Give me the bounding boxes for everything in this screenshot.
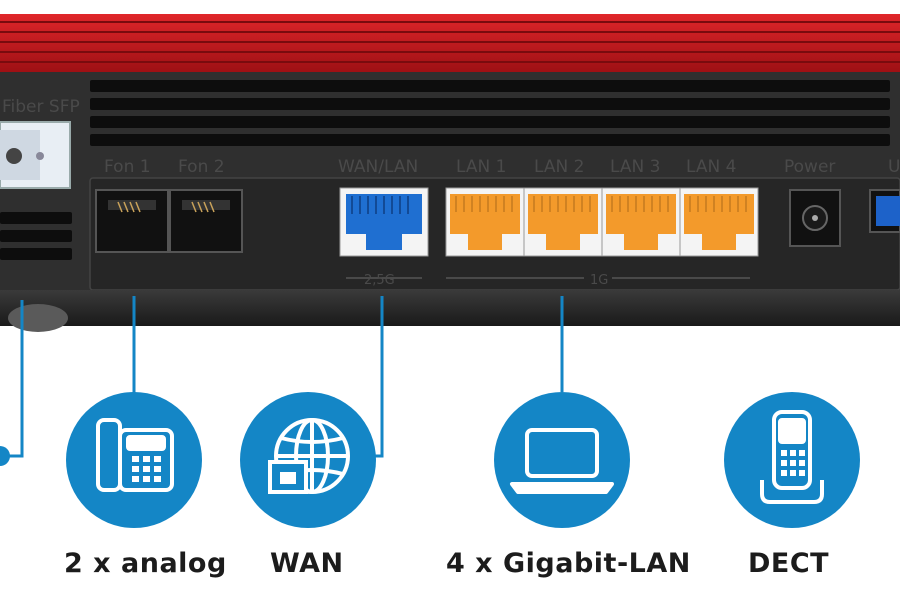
power-label: Power	[784, 157, 835, 177]
lan4-port	[679, 187, 759, 257]
wanlan-label: WAN/LAN	[338, 157, 418, 177]
speed-25g-label: 2,5G	[364, 273, 395, 288]
fon1-label: Fon 1	[104, 157, 151, 177]
usb-label: U	[888, 157, 900, 177]
phone-icon	[96, 418, 174, 492]
fon1-port	[95, 189, 169, 253]
usb-port	[869, 189, 900, 233]
lan2-label: LAN 2	[534, 157, 584, 177]
lan2-port	[523, 187, 603, 257]
feature-label-dect: DECT	[748, 548, 830, 579]
laptop-icon	[510, 428, 614, 494]
ethernet-socket-icon	[268, 460, 308, 494]
red-top-housing	[0, 14, 900, 72]
fiber-sfp-port	[0, 121, 71, 189]
lan3-label: LAN 3	[610, 157, 660, 177]
feature-wan	[240, 392, 376, 528]
feature-label-analog: 2 x analog	[64, 548, 227, 579]
feature-lan	[494, 392, 630, 528]
dect-handset-icon	[760, 410, 824, 504]
fon2-port	[169, 189, 243, 253]
partial-feature-circle	[0, 446, 10, 466]
power-port	[789, 189, 841, 247]
globe-icon	[274, 418, 350, 494]
feature-phone	[66, 392, 202, 528]
wan-port	[339, 187, 429, 257]
lan1-label: LAN 1	[456, 157, 506, 177]
feature-label-wan: WAN	[270, 548, 344, 579]
speed-1g-label: 1G	[590, 273, 608, 288]
lan3-port	[601, 187, 681, 257]
ventilation-slots	[0, 80, 890, 260]
lan4-label: LAN 4	[686, 157, 736, 177]
fiber-sfp-label: Fiber SFP	[2, 97, 80, 117]
feature-dect	[724, 392, 860, 528]
lan1-port	[445, 187, 525, 257]
feature-label-lan: 4 x Gigabit-LAN	[446, 548, 691, 579]
lan-pin-details	[455, 196, 747, 212]
fon2-label: Fon 2	[178, 157, 225, 177]
